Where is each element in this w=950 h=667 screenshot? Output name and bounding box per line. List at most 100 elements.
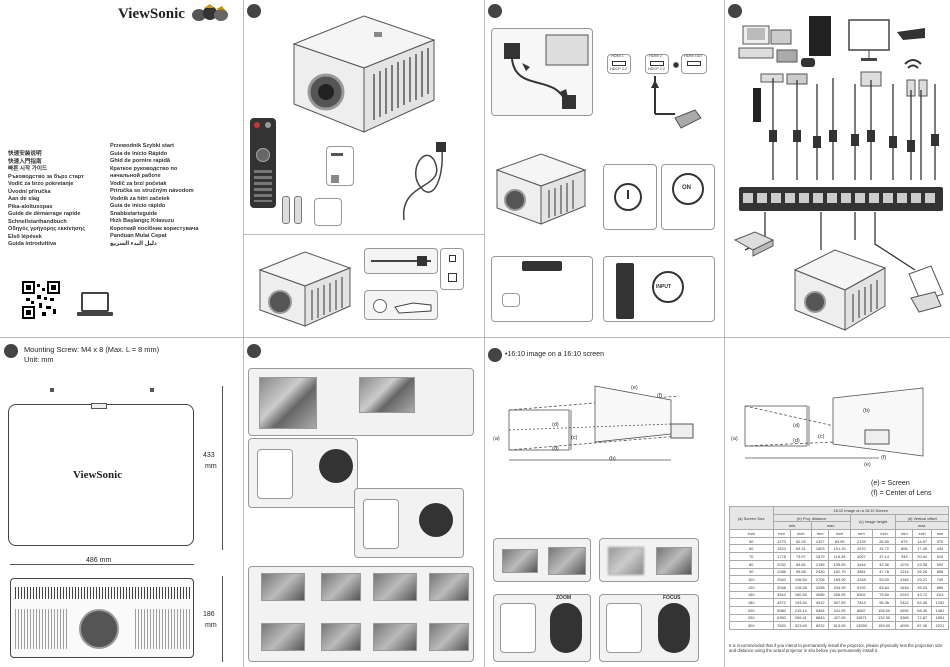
table-cell: 3881 <box>849 567 873 577</box>
table-cell: 2570 <box>849 544 873 554</box>
step-badge <box>4 344 18 358</box>
front-view-outline <box>10 578 194 658</box>
table-cell: 23.38 <box>912 559 932 569</box>
table-cell: 2286 <box>772 567 791 577</box>
image-thumbnail <box>321 623 361 651</box>
table-cell: 1270 <box>772 536 791 546</box>
table-cell: 2155 <box>811 559 830 569</box>
table-unit-cell: mm <box>811 529 830 538</box>
legend-lens-center: (f) = Center of Lens <box>871 490 932 497</box>
legend-screen: (e) = Screen <box>871 480 910 487</box>
on-button-icon: ON <box>672 173 704 205</box>
table-cell: 10871 <box>849 613 873 623</box>
vent-grill <box>135 609 191 649</box>
label-e: (e) <box>864 462 871 468</box>
image-thumbnail <box>429 573 469 601</box>
height-value: 433 <box>203 452 215 459</box>
label-a: (a) <box>493 436 500 442</box>
table-cell: 3365 <box>895 613 914 623</box>
table-cell: 80 <box>729 559 774 569</box>
image-thumbnail <box>321 573 361 601</box>
dpad-icon <box>256 148 270 162</box>
table-subheader: max. <box>811 521 851 531</box>
step-badge <box>247 344 261 358</box>
power-cord-illustration <box>504 34 589 109</box>
table-cell: 3444 <box>849 559 873 569</box>
label-b: (b) <box>863 408 870 414</box>
table-header: (d) Vertical offset <box>895 513 949 523</box>
image-thumbnail <box>656 547 692 575</box>
table-cell: 43.72 <box>912 590 932 600</box>
dpad-icon <box>419 503 453 537</box>
table-cell: 132.50 <box>871 613 897 623</box>
booklet-logo <box>331 153 343 156</box>
table-cell: 135.59 <box>828 559 851 569</box>
image-thumbnail <box>608 547 644 575</box>
remote-button-icon <box>265 122 271 128</box>
rear-panel-strip <box>739 187 943 211</box>
projector-top <box>522 261 562 271</box>
language-item: 快速安装说明 <box>8 151 42 157</box>
divider <box>724 0 725 667</box>
keypad-icon <box>606 603 642 653</box>
projection-diagram-left <box>508 385 694 461</box>
language-item: 빠른 시작 가이드 <box>8 166 48 172</box>
zoom-before-box <box>493 538 591 582</box>
table-cell: 2430 <box>811 567 830 577</box>
qr-code-icon <box>22 281 60 319</box>
language-item: Hızlı Başlangıç Kılavuzu <box>110 218 175 224</box>
table-header: (b) Proj. distance <box>772 513 851 523</box>
outlet-socket <box>448 273 457 282</box>
remote-control <box>250 118 276 208</box>
step-badge <box>488 4 502 18</box>
warranty-card <box>314 198 342 226</box>
keypad-icon <box>363 499 399 549</box>
remote-input-detail: INPUT <box>603 256 715 322</box>
cover-panel: ViewSonic 快速安装说明 快速入門指南 빠른 시작 가이드 Ръково… <box>0 0 243 337</box>
vent-grill <box>15 609 67 649</box>
table-cell: 79.50 <box>871 590 897 600</box>
language-item: Ghid de pornire rapidă <box>110 158 170 164</box>
table-cell: 2133 <box>849 536 873 546</box>
table-cell: 120 <box>729 582 774 592</box>
table-cell: 180 <box>729 598 774 607</box>
divider <box>243 0 244 667</box>
focus-buttons-icon: FOCUS <box>658 595 690 653</box>
package-contents-panel <box>244 0 484 337</box>
language-item: Snabbstartsguide <box>110 210 158 217</box>
table-cell: 4572 <box>772 598 791 607</box>
table-unit-cell: inch <box>828 529 851 538</box>
table-cell: 1616 <box>895 582 914 592</box>
language-item: начальной работе <box>110 173 161 179</box>
connections-panel <box>725 0 950 337</box>
table-cell: 29.21 <box>912 575 932 584</box>
language-item: Краткое руководство по <box>110 165 178 172</box>
mount-hole-icon <box>50 388 54 392</box>
table-cell: 215.12 <box>789 605 813 615</box>
unit-label: Unit: mm <box>24 355 54 364</box>
language-item: Guia de Início Rápido <box>110 150 168 157</box>
remote-on-detail: ON <box>661 164 715 230</box>
table-cell: 2221 <box>930 621 950 630</box>
power-cord-detail <box>491 28 593 116</box>
language-item: Przewodnik Szybki start <box>110 143 175 149</box>
table-cell: 63.31 <box>789 544 813 554</box>
plug-icon <box>417 256 427 266</box>
power-button-icon <box>614 183 642 211</box>
table-unit-cell: mm <box>849 529 873 538</box>
mount-hole-icon <box>150 388 154 392</box>
table-cell: 427.99 <box>828 613 851 623</box>
cable-line <box>371 260 431 262</box>
language-item: Aan de slag <box>8 196 40 202</box>
step-badge <box>488 348 502 362</box>
battery-icon <box>282 196 290 224</box>
divider <box>484 0 485 667</box>
table-cell: 6843 <box>811 613 830 623</box>
table-cell: 889 <box>930 582 950 592</box>
input-label: INPUT <box>656 284 671 290</box>
port-row <box>743 193 939 203</box>
table-cell: 118.39 <box>828 552 851 561</box>
table-cell: 35.03 <box>912 582 932 592</box>
